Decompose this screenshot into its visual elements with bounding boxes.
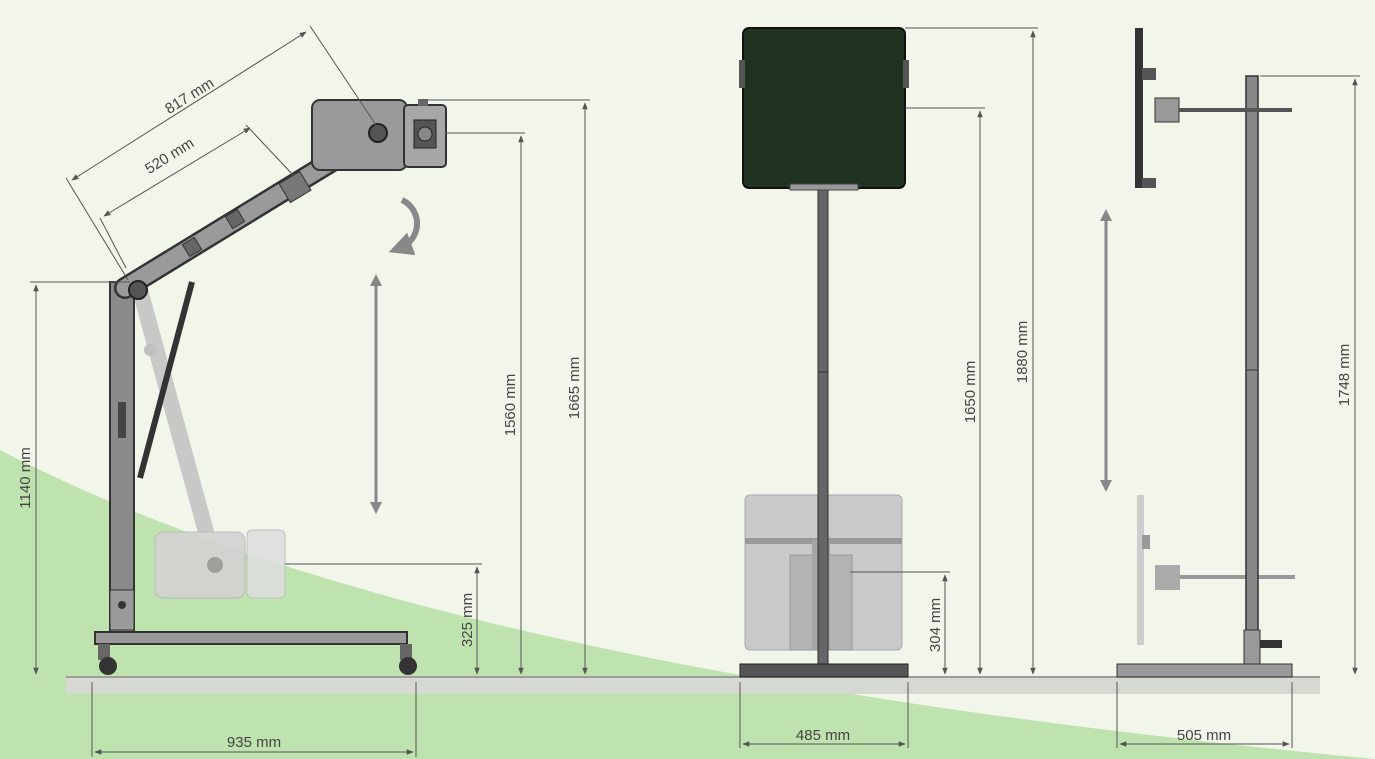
wheel-left <box>99 657 117 675</box>
label-head-height-mid: 1560 mm <box>502 374 519 437</box>
label-arm-length-inner: 520 mm <box>142 135 197 178</box>
side-stand-ghost-position <box>1137 495 1295 645</box>
label-panel-total-height: 1880 mm <box>1014 321 1031 384</box>
side-stand-dimensions <box>1116 75 1360 748</box>
label-min-height: 325 mm <box>459 593 476 647</box>
label-base-width: 935 mm <box>227 734 281 751</box>
gas-spring <box>137 281 195 479</box>
mobile-stand <box>94 99 447 675</box>
head-unit <box>311 99 408 171</box>
label-panel-base-width: 485 mm <box>796 727 850 744</box>
side-stand-base <box>1116 663 1293 678</box>
mobile-stand-ghost-position <box>132 282 286 599</box>
pivot-joint <box>128 280 148 300</box>
side-stand <box>1116 28 1295 678</box>
panel-stand-panel <box>742 27 906 189</box>
label-pivot-height: 1140 mm <box>17 447 34 508</box>
label-side-base-width: 505 mm <box>1177 727 1231 744</box>
panel-stand <box>739 27 909 678</box>
side-stand-pole <box>1245 75 1259 667</box>
mobile-stand-base <box>94 631 408 645</box>
side-stand-panel-edge <box>1135 28 1143 188</box>
mobile-stand-dimensions <box>30 25 590 757</box>
background-swoosh <box>0 450 1375 759</box>
label-panel-min-height: 304 mm <box>927 598 944 652</box>
label-head-height-top: 1665 mm <box>566 357 583 420</box>
label-arm-length-outer: 817 mm <box>162 75 217 118</box>
panel-stand-pole <box>817 186 829 668</box>
label-side-total-height: 1748 mm <box>1336 344 1353 407</box>
floor <box>66 676 1320 694</box>
panel-stand-dimensions <box>739 27 1038 748</box>
panel-stand-base <box>739 663 909 678</box>
side-stand-labels: 1748 mm 505 mm <box>1177 344 1353 744</box>
wheel-right <box>399 657 417 675</box>
panel-stand-labels: 1650 mm 1880 mm 304 mm 485 mm <box>796 321 1031 744</box>
rotate-arrow-icon <box>388 197 421 256</box>
mobile-stand-column <box>109 281 135 633</box>
label-panel-center-height: 1650 mm <box>962 361 979 424</box>
